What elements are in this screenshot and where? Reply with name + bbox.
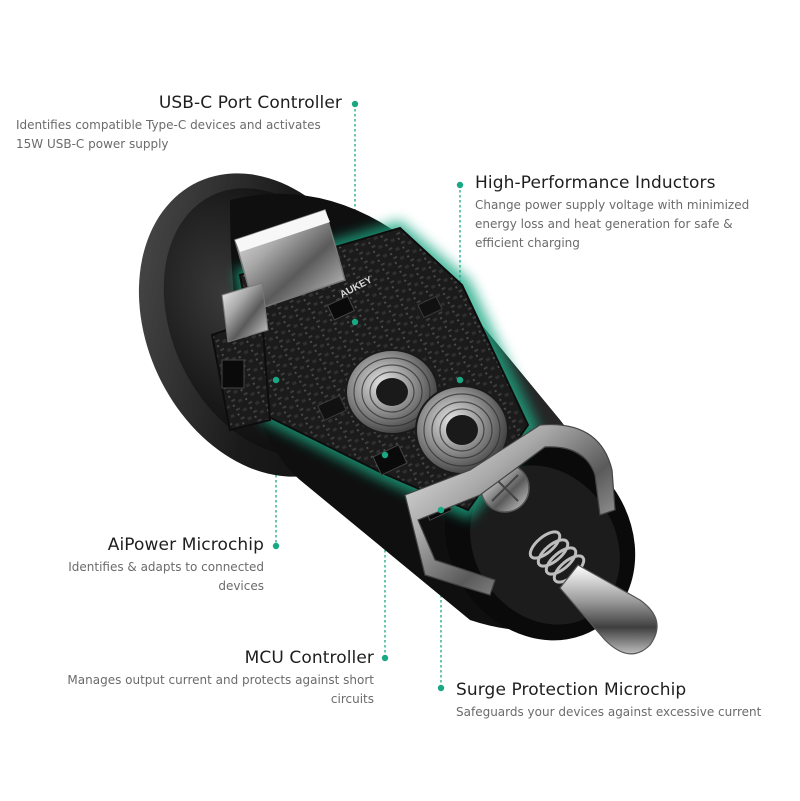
callout-inductors-desc: Change power supply voltage with minimiz… (475, 198, 750, 250)
center-pin (559, 564, 658, 655)
callout-usbc-controller: USB-C Port Controller Identifies compati… (16, 93, 342, 154)
dot-usbc-label (351, 100, 359, 108)
callout-surge-desc: Safeguards your devices against excessiv… (456, 705, 762, 719)
dot-mcu-label (381, 654, 389, 662)
callout-dots (272, 100, 464, 692)
usb-port (221, 209, 346, 343)
callout-surge: Surge Protection Microchip Safeguards yo… (456, 680, 776, 722)
metal-clip (404, 423, 616, 596)
callout-aipower-desc: Identifies & adapts to connected devices (68, 560, 264, 593)
inductor-coils (345, 349, 530, 513)
dot-aipower-label (272, 542, 280, 550)
dot-usbc-target (351, 318, 359, 326)
callout-aipower-title: AiPower Microchip (107, 535, 264, 555)
callout-inductors: High-Performance Inductors Change power … (475, 173, 785, 253)
dot-inductors-label (456, 181, 464, 189)
callout-usbc-title: USB-C Port Controller (158, 93, 342, 113)
dot-inductors-target (456, 376, 464, 384)
dot-aipower-target (272, 376, 280, 384)
callout-inductors-title: High-Performance Inductors (475, 173, 716, 193)
callout-mcu-desc: Manages output current and protects agai… (67, 673, 374, 706)
callout-aipower: AiPower Microchip Identifies & adapts to… (20, 535, 264, 596)
callout-usbc-desc: Identifies compatible Type-C devices and… (16, 118, 321, 151)
dot-surge-label (437, 684, 445, 692)
spring (528, 530, 586, 584)
callout-surge-title: Surge Protection Microchip (456, 680, 687, 700)
dot-mcu-target (381, 451, 389, 459)
dot-surge-target (437, 506, 445, 514)
callout-mcu: MCU Controller Manages output current an… (40, 648, 374, 709)
callout-mcu-title: MCU Controller (244, 648, 374, 668)
